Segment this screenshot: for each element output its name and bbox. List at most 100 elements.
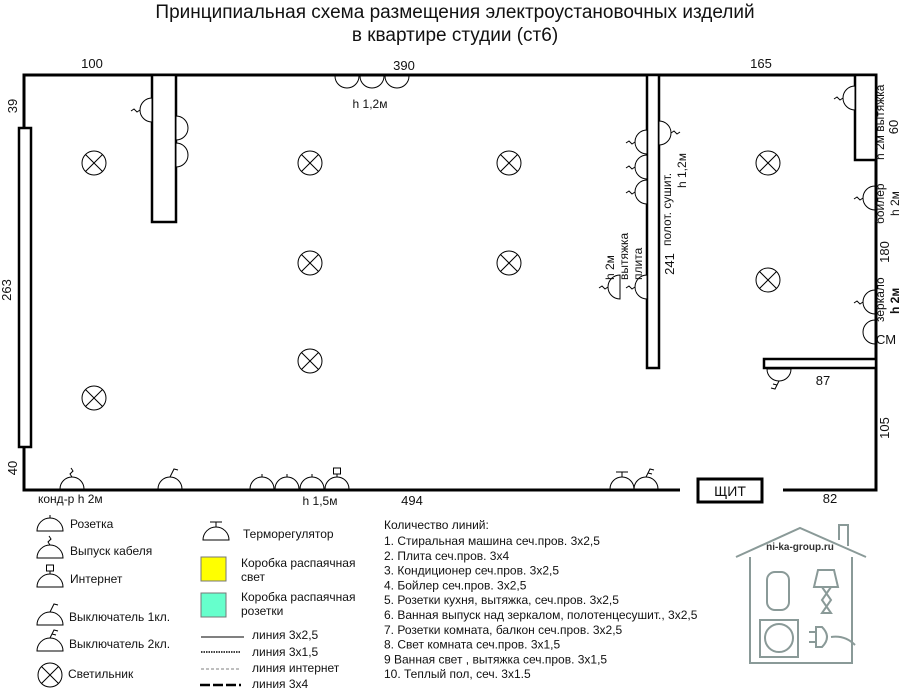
legend-switch1: Выключатель 1кл. (69, 610, 170, 624)
lines-heading: Количество линий: (384, 518, 489, 532)
cable-icon (59, 467, 85, 490)
plain-icon (334, 75, 360, 89)
legend-box-socket-2: розетки (241, 604, 283, 618)
dim-column-241: 241 (662, 253, 677, 275)
dim-left-mid: 263 (0, 279, 14, 301)
logo-house: ni-ka-group.ru (735, 524, 867, 664)
label-towel-height: h 1,2м (675, 153, 689, 188)
cable-icon (853, 185, 876, 211)
cable-icon (853, 289, 876, 315)
lines-list-item: 9 Ванная свет , вытяжка сеч.пров. 3х1,5 (384, 652, 607, 666)
legend-box-light-swatch (200, 556, 227, 582)
label-stove: плита (631, 247, 645, 280)
cable-icon (36, 535, 64, 559)
lines-list-item: 10. Теплый пол, сеч. 3х1.5 (384, 667, 531, 681)
lines-list: Количество линий: 1. Стиральная машина с… (384, 518, 698, 681)
internet-icon (324, 467, 350, 490)
switch2-icon (766, 368, 792, 390)
label-boiler-height: h 2м (888, 191, 900, 216)
lines-list-item: 7. Розетки комната, балкон сеч.пров. 3х2… (384, 623, 623, 637)
outlet-icon (759, 619, 799, 658)
dim-bottom-mid: 494 (401, 493, 423, 508)
dim-right-60: 60 (886, 120, 900, 134)
label-washing-machine: СМ (876, 332, 896, 347)
cable-icon (130, 97, 153, 123)
legend-box-socket-1: Коробка распаячная (241, 590, 355, 604)
switch2-icon (633, 468, 659, 490)
plain-icon (359, 75, 385, 89)
electrical-panel (696, 477, 764, 504)
socket-icon (36, 515, 64, 532)
title-line-1: Принципиальная схема размещения электроу… (155, 2, 754, 23)
legend-box-light-1: Коробка распаячная (241, 556, 355, 570)
plain-icon (862, 319, 876, 345)
light-icon (297, 250, 323, 276)
label-towel-dryer: полот. сушит. (660, 173, 674, 246)
legend-line-25: линия 3х2,5 (252, 628, 319, 642)
legend-box-socket-swatch (200, 592, 227, 618)
light-icon (755, 150, 781, 176)
lines-list-item: 4. Бойлер сеч.пров. 3х2,5 (384, 578, 527, 592)
socket-icon (274, 474, 300, 490)
switch1-icon (157, 468, 183, 490)
label-conditioner: конд-р h 2м (38, 492, 103, 506)
legend-socket: Розетка (70, 517, 114, 531)
lines-list-item: 8. Свет комната сеч.пров. 3х1,5 (384, 638, 561, 652)
thermo-icon (609, 471, 635, 490)
dim-top-mid: 390 (393, 58, 415, 73)
label-hood: вытяжка (617, 232, 631, 280)
lines-list-item: 5. Розетки кухня, вытяжка, сеч.пров. 3х2… (384, 593, 619, 607)
dim-right-105: 105 (877, 417, 892, 439)
dim-left-top: 39 (5, 99, 20, 113)
lines-list-item: 3. Кондиционер сеч.пров. 3х2,5 (384, 564, 559, 578)
label-bath-hood: h 2м вытяжка (873, 84, 887, 160)
lines-list-item: 2. Плита сеч.пров. 3х4 (384, 549, 509, 563)
logo-text: ni-ka-group.ru (766, 542, 834, 553)
title-line-2: в квартире студии (ст6) (352, 25, 558, 46)
cable-icon (625, 129, 648, 155)
bulb-icon (766, 571, 790, 611)
cable-icon (658, 120, 681, 146)
cable-icon (625, 274, 648, 300)
label-stove-height: h 2м (603, 255, 617, 280)
thermo-icon (202, 521, 230, 541)
legend-line-4: линия 3х4 (252, 677, 309, 689)
socket-icon (249, 474, 275, 490)
dim-bottom-right: 82 (823, 491, 837, 506)
walls (17, 73, 878, 504)
internet-icon (36, 564, 64, 588)
left-column (17, 126, 33, 449)
dim-partition-87: 87 (816, 373, 830, 388)
legend-line-net: линия интернет (252, 661, 340, 675)
light-icon (297, 150, 323, 176)
label-top-height: h 1,2м (353, 97, 388, 111)
dim-top-right: 165 (750, 56, 772, 71)
lamp-icon (812, 569, 840, 588)
light-icon (496, 150, 522, 176)
plain-icon (175, 142, 189, 168)
socket-icon (299, 474, 325, 490)
bath-niche (853, 73, 878, 162)
light-icon (37, 662, 63, 688)
dim-right-180: 180 (877, 241, 892, 263)
bath-partition (762, 357, 878, 370)
light-icon (297, 348, 323, 374)
legend-line-15: линия 3х1,5 (252, 645, 319, 659)
dim-left-bottom: 40 (5, 461, 20, 475)
label-mirror-height: h 2м (888, 288, 900, 314)
lines-list-item: 6. Ванная выпуск над зеркалом, полотенце… (384, 608, 698, 622)
cable-icon (625, 179, 648, 205)
lines-list-item: 1. Стиральная машина сеч.пров. 3х2,5 (384, 534, 600, 548)
plain-icon (175, 115, 189, 141)
kitchen-partition (645, 73, 661, 370)
switch2-icon (36, 629, 64, 652)
label-boiler: бойлер (873, 183, 887, 224)
cable-icon (625, 154, 648, 180)
legend-cable: Выпуск кабеля (70, 544, 152, 558)
dim-top-left: 100 (81, 56, 103, 71)
light-icon (81, 385, 107, 411)
column-1 (150, 73, 178, 224)
light-icon (496, 250, 522, 276)
legend-box-light-2: свет (241, 570, 266, 584)
